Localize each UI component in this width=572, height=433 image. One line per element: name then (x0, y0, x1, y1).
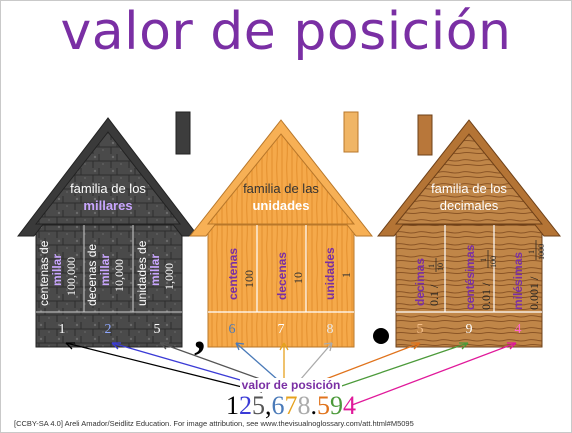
column-value: 100,000 (64, 257, 78, 296)
column-decenas: decenas 10 (275, 252, 305, 300)
example-number: 125,678.594 (226, 391, 356, 420)
digit: 5 (417, 322, 424, 337)
house-millares: familia de los millares centenas de mill… (16, 111, 200, 348)
decimal-point (373, 328, 389, 344)
column-decenas-de-millar: decenas de millar 10,000 (85, 244, 126, 306)
caption-bg (240, 378, 342, 392)
column-value: 10,000 (112, 259, 126, 292)
column-centesimas: centésimas 0.01 / 1 100 (463, 244, 498, 310)
digit: 7 (278, 322, 285, 337)
house-body (207, 224, 355, 348)
column-name: centenas (226, 248, 240, 300)
arrow-d4 (351, 342, 517, 406)
fraction-denominator: 10 (436, 263, 445, 271)
column-centenas: centenas 100 (226, 248, 256, 300)
arrowhead (323, 342, 333, 352)
digit-7: 7 (285, 391, 298, 420)
chimney (417, 114, 433, 156)
arrowhead (235, 342, 245, 351)
column-name: decimas (413, 258, 427, 306)
fraction-denominator: 1000 (537, 244, 546, 260)
column-name-highlight: millar (148, 254, 162, 286)
fraction-denominator: 100 (489, 256, 498, 268)
digit: 8 (327, 322, 334, 337)
arrowhead (111, 342, 121, 350)
arrowhead (65, 342, 75, 350)
house-body (35, 224, 183, 348)
digit: 2 (105, 322, 112, 337)
roof-gable (34, 131, 182, 225)
roof-gable (394, 133, 544, 225)
arrowhead (159, 342, 169, 350)
chimney (343, 111, 359, 153)
column-value: 1,000 (162, 263, 176, 290)
column-name: centenas de (37, 240, 51, 306)
family-label: familia de los (431, 181, 507, 196)
column-name: decenas (275, 252, 289, 300)
roof-gable (206, 133, 356, 225)
column-value: 100 (242, 270, 256, 288)
digit-6: 6 (272, 391, 285, 420)
arrowhead (459, 342, 469, 350)
family-label: familia de los (70, 181, 146, 196)
caption: valor de posición (242, 378, 341, 392)
digit: 5 (154, 322, 161, 337)
fraction-numerator: 1 (479, 258, 488, 262)
house-decimales: familia de los decimales decimas 0.1 / 1… (376, 114, 562, 348)
column-value: 0.01 / (479, 282, 493, 310)
column-name-highlight: millar (98, 254, 112, 286)
column-decimas: decimas 0.1 / 1 10 (413, 258, 445, 306)
digit-5a: 5 (252, 391, 265, 420)
column-name: unidades de (135, 240, 149, 306)
column-name: unidades (323, 247, 337, 300)
column-value: 1 (339, 272, 353, 278)
digit: 1 (59, 322, 66, 337)
house-unidades: familia de las unidades centenas 100 dec… (188, 111, 374, 348)
house-body (395, 224, 543, 348)
arrowhead (411, 342, 421, 350)
family-name: decimales (440, 198, 499, 213)
digit: 4 (515, 322, 522, 337)
digit-5b: 5 (317, 391, 330, 420)
arrow-d9 (323, 342, 469, 393)
arrow-d1 (65, 342, 263, 393)
column-unidades: unidades 1 (323, 247, 353, 300)
column-centenas-de-millar: centenas de millar 100,000 (37, 240, 78, 306)
column-name: decenas de (85, 244, 99, 306)
family-name: unidades (252, 198, 309, 213)
point: . (311, 391, 318, 420)
arrowhead (507, 342, 517, 350)
family-label: familia de las (243, 181, 319, 196)
digit: 9 (466, 322, 473, 337)
column-unidades-de-millar: unidades de millar 1,000 (135, 240, 176, 306)
page-title: valor de posición (60, 2, 512, 62)
column-milesimas: milésimas 0.001 / 1 1000 (511, 240, 546, 310)
digit-9: 9 (330, 391, 343, 420)
comma: , (265, 391, 272, 420)
arrow-d5b (317, 342, 421, 383)
column-value: 0.1 / (427, 284, 441, 306)
column-name: centésimas (463, 244, 477, 310)
column-name: milésimas (511, 252, 525, 310)
arrowhead (279, 342, 289, 351)
family-name: millares (83, 198, 132, 213)
arrow-d6 (235, 342, 279, 381)
column-value: 10 (291, 272, 305, 284)
digit-2: 2 (239, 391, 252, 420)
digit-8: 8 (298, 391, 311, 420)
arrow-d5a (159, 342, 275, 385)
fraction-numerator: 1 (527, 250, 536, 254)
arrow-d8 (299, 342, 333, 381)
comma-separator: , (194, 307, 206, 358)
attribution: [CCBY-SA 4.0] Areli Amador/Seidlitz Educ… (14, 419, 414, 428)
fraction-numerator: 1 (427, 264, 436, 268)
column-name-highlight: millar (50, 254, 64, 286)
chimney (175, 111, 191, 155)
digit-1: 1 (226, 391, 239, 420)
digit-4: 4 (343, 391, 356, 420)
column-value: 0.001 / (527, 276, 541, 310)
digit: 6 (229, 322, 236, 337)
